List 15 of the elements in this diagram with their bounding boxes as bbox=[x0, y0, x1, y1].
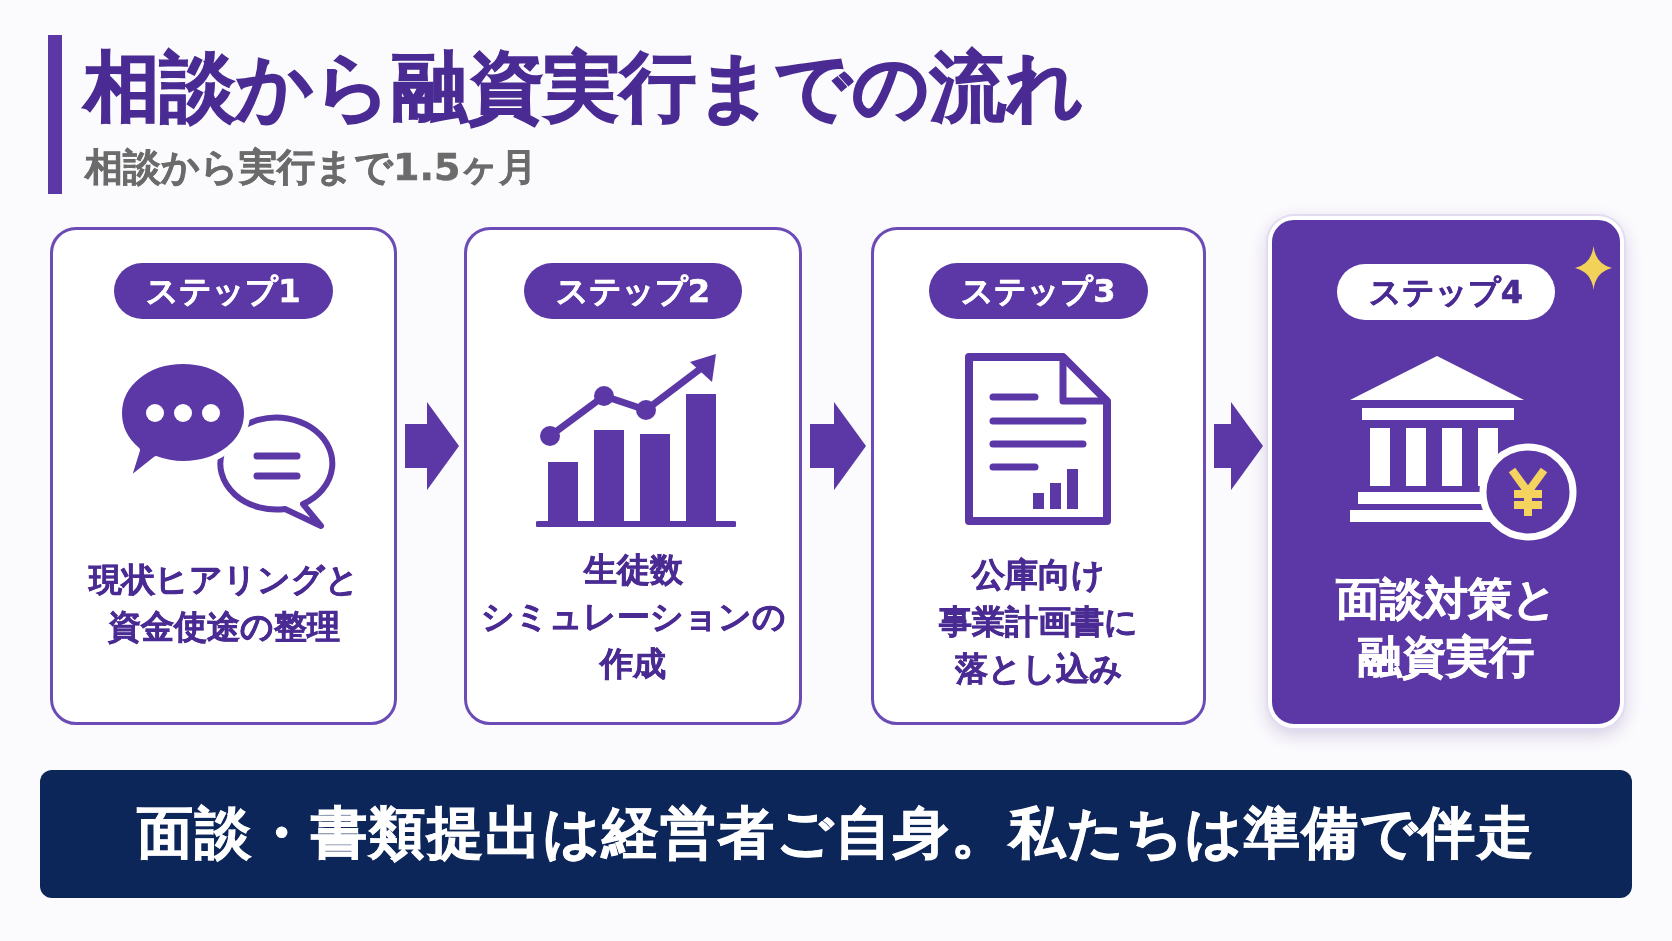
step-text: 面談対策と融資実行 bbox=[1335, 572, 1557, 684]
step-badge: ステップ3 bbox=[929, 263, 1148, 319]
step-badge: ステップ4 bbox=[1336, 264, 1556, 320]
title: 相談から融資実行までの流れ bbox=[84, 44, 1084, 130]
step-badge: ステップ1 bbox=[114, 263, 333, 319]
step-badge: ステップ2 bbox=[523, 263, 743, 319]
step-card bbox=[464, 227, 802, 725]
step-card bbox=[1268, 216, 1624, 728]
subtitle: 相談から実行まで1.5ヶ月 bbox=[85, 145, 538, 189]
step-text: 現状ヒアリングと資金使途の整理 bbox=[88, 559, 359, 648]
step-text: 公庫向け事業計画書に落とし込み bbox=[939, 554, 1138, 690]
step-card bbox=[871, 227, 1206, 725]
step-text: 生徒数シミュレーションの作成 bbox=[480, 549, 786, 685]
note-banner: 面談・書類提出は経営者ご自身。私たちは準備で伴走 bbox=[40, 770, 1632, 898]
step-card bbox=[50, 227, 397, 725]
